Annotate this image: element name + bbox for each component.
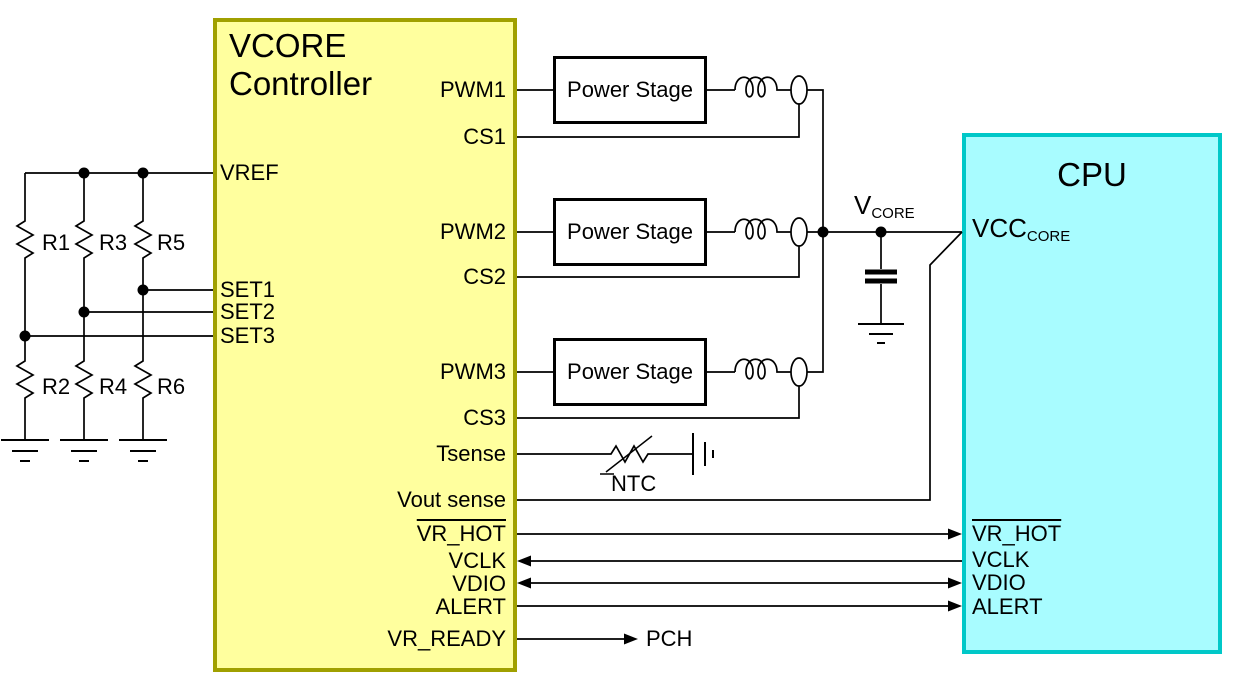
- cpu-block: [962, 133, 1222, 654]
- ntc-label: NTC: [611, 471, 657, 496]
- controller-pin-pwm2: PWM2: [440, 219, 506, 244]
- power-stage-2-label: Power Stage: [567, 219, 693, 244]
- controller-pin-vout-sense: Vout sense: [397, 487, 506, 512]
- cpu-pin-vcc-core: VCCCORE: [972, 215, 1070, 250]
- vcore-net-label-base: V: [854, 190, 872, 220]
- cpu-pin-vr-hot: VR_HOT: [972, 521, 1062, 546]
- cpu-pin-vcc-core-base: VCC: [972, 213, 1027, 243]
- tsense-wiring: [517, 433, 714, 475]
- arrowheads: [517, 528, 962, 645]
- capacitor-icon: [865, 269, 897, 284]
- junction-dot: [817, 226, 829, 238]
- thermistor-icon: [608, 444, 660, 464]
- power-stage-3: Power Stage: [553, 338, 707, 406]
- arrowhead-right: [948, 528, 962, 540]
- arrowhead-right: [948, 600, 962, 612]
- signal-lines: [517, 533, 962, 640]
- controller-pin-set3: SET3: [220, 323, 276, 348]
- junction-dot: [19, 330, 31, 342]
- controller-pin-vref: VREF: [220, 160, 279, 185]
- junction-dot: [137, 167, 149, 179]
- ground-icon-rotated: [692, 433, 714, 475]
- power-stage-3-label: Power Stage: [567, 359, 693, 384]
- junction-dot: [875, 226, 887, 238]
- power-stage-1: Power Stage: [553, 56, 707, 124]
- cpu-pin-vclk: VCLK: [972, 547, 1030, 572]
- junction-dot: [78, 306, 90, 318]
- controller-title-line2: Controller: [229, 65, 373, 102]
- arrowhead-left: [517, 577, 531, 589]
- controller-pin-cs2: CS2: [463, 264, 506, 289]
- arrowhead-right: [948, 577, 962, 589]
- inductor-icon: [734, 76, 791, 98]
- vcore-net-label-sub: CORE: [871, 205, 915, 222]
- current-sense-icon: [790, 357, 808, 387]
- controller-title: VCORE Controller: [229, 27, 372, 103]
- controller-pin-vr-ready: VR_READY: [387, 626, 506, 651]
- vcore-controller-block: [213, 18, 517, 672]
- thermistor-strike: [600, 435, 653, 475]
- controller-pin-cs3: CS3: [463, 405, 506, 430]
- controller-pin-vr-hot: VR_HOT: [416, 521, 506, 546]
- ground-icon: [858, 323, 904, 344]
- cpu-title: CPU: [1057, 156, 1127, 193]
- cpu-pin-vdio: VDIO: [972, 570, 1026, 595]
- controller-title-line1: VCORE: [229, 27, 347, 64]
- ground-icon: [60, 439, 108, 462]
- cpu-pin-alert: ALERT: [972, 594, 1043, 619]
- controller-pin-pwm3: PWM3: [440, 359, 506, 384]
- power-stage-1-label: Power Stage: [567, 77, 693, 102]
- current-sense-icon: [790, 217, 808, 247]
- controller-pin-vdio: VDIO: [452, 571, 506, 596]
- controller-pin-set1: SET1: [220, 277, 276, 302]
- power-stage-2: Power Stage: [553, 198, 707, 266]
- controller-pin-alert: ALERT: [435, 594, 506, 619]
- controller-pin-pwm1: PWM1: [440, 77, 506, 102]
- inductor-icon: [734, 218, 791, 240]
- cpu-pin-vcc-core-sub: CORE: [1026, 228, 1071, 245]
- arrowhead-right: [624, 633, 638, 645]
- vcore-output-node: [858, 232, 904, 344]
- pch-label: PCH: [646, 626, 693, 651]
- resistor-label-r3: R3: [99, 230, 128, 255]
- resistor-label-r1: R1: [42, 230, 71, 255]
- vcore-net-label: VCORE: [854, 192, 915, 227]
- resistor-label-r6: R6: [157, 374, 186, 399]
- junction-dot: [137, 284, 149, 296]
- resistor-label-r4: R4: [99, 374, 128, 399]
- controller-pin-cs1: CS1: [463, 124, 506, 149]
- resistor-label-r2: R2: [42, 374, 71, 399]
- junction-dot: [78, 167, 90, 179]
- resistor-label-r5: R5: [157, 230, 186, 255]
- arrowhead-left: [517, 555, 531, 567]
- controller-pin-set2: SET2: [220, 299, 276, 324]
- controller-pin-vclk: VCLK: [448, 548, 506, 573]
- inductor-icon: [734, 358, 791, 380]
- current-sense-icon: [790, 75, 808, 105]
- ground-icon: [119, 439, 167, 462]
- ground-icon: [1, 439, 49, 462]
- controller-pin-tsense: Tsense: [436, 441, 506, 466]
